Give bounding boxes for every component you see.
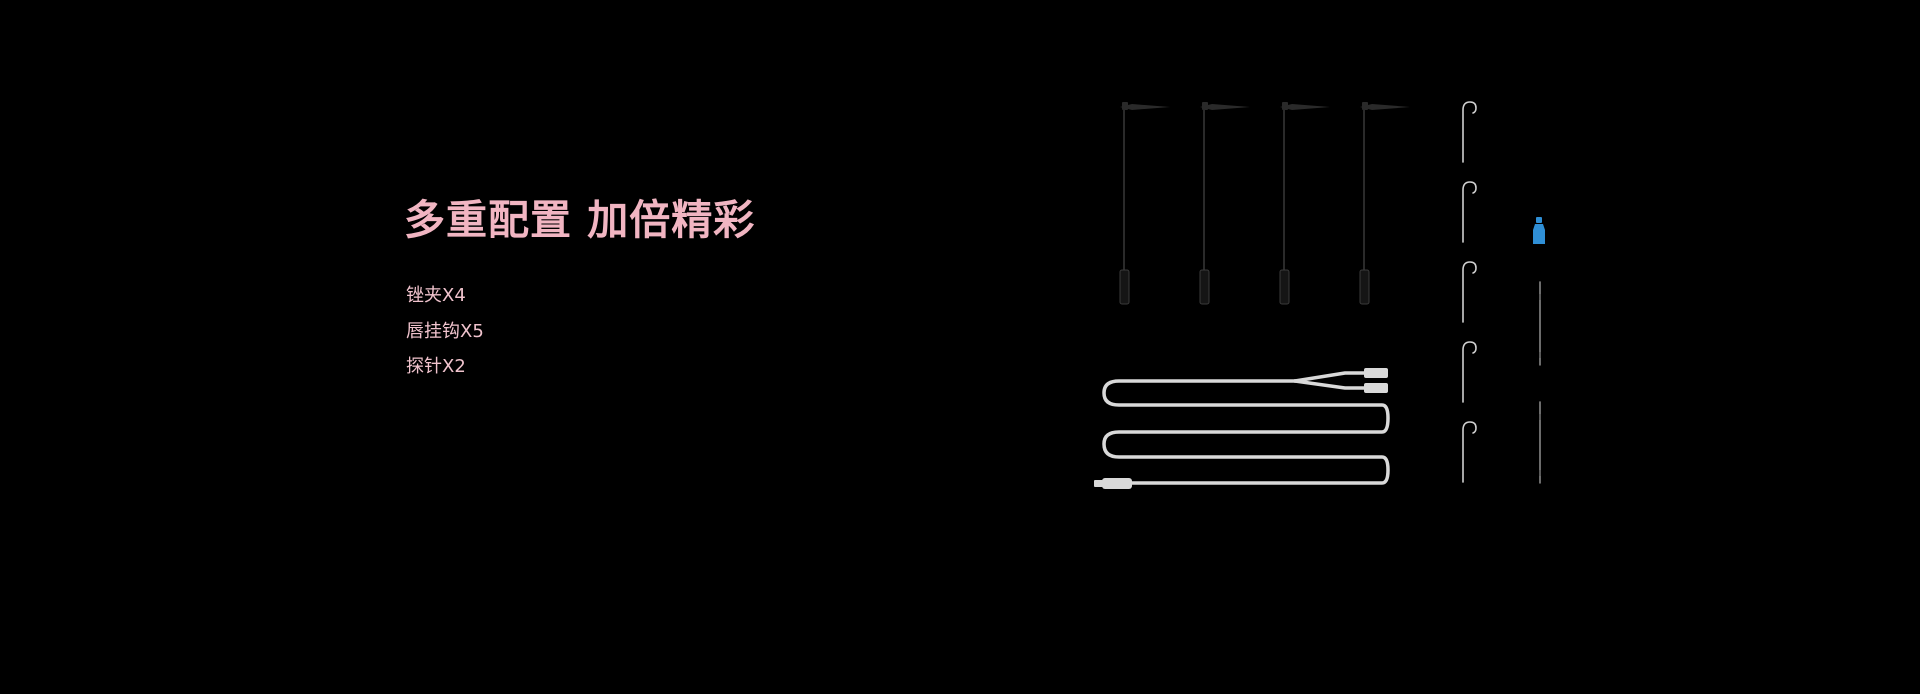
file-clip (1359, 102, 1410, 305)
accessory-list: 锉夹X4 唇挂钩X5 探针X2 (406, 278, 484, 385)
probe (1539, 281, 1541, 366)
lip-hook (1462, 421, 1477, 483)
file-clip (1199, 102, 1250, 305)
accessory-item-lip-hooks: 唇挂钩X5 (406, 320, 484, 342)
coiled-cable (1094, 368, 1390, 489)
lip-hook (1462, 341, 1477, 403)
lip-hook (1462, 181, 1477, 243)
file-clip (1279, 102, 1330, 305)
accessory-product-image (1094, 101, 1545, 489)
headline: 多重配置 加倍精彩 (404, 196, 756, 244)
blue-adapter (1533, 217, 1545, 244)
probe (1539, 401, 1541, 484)
lip-hook (1462, 101, 1477, 163)
file-clip (1119, 102, 1170, 305)
file-clip-group (1119, 102, 1410, 305)
accessory-item-clips: 锉夹X4 (406, 285, 466, 306)
probe-group (1539, 281, 1541, 484)
lip-hook (1462, 261, 1477, 323)
accessory-item-probes: 探针X2 (406, 356, 466, 377)
lip-hook-group (1462, 101, 1477, 483)
